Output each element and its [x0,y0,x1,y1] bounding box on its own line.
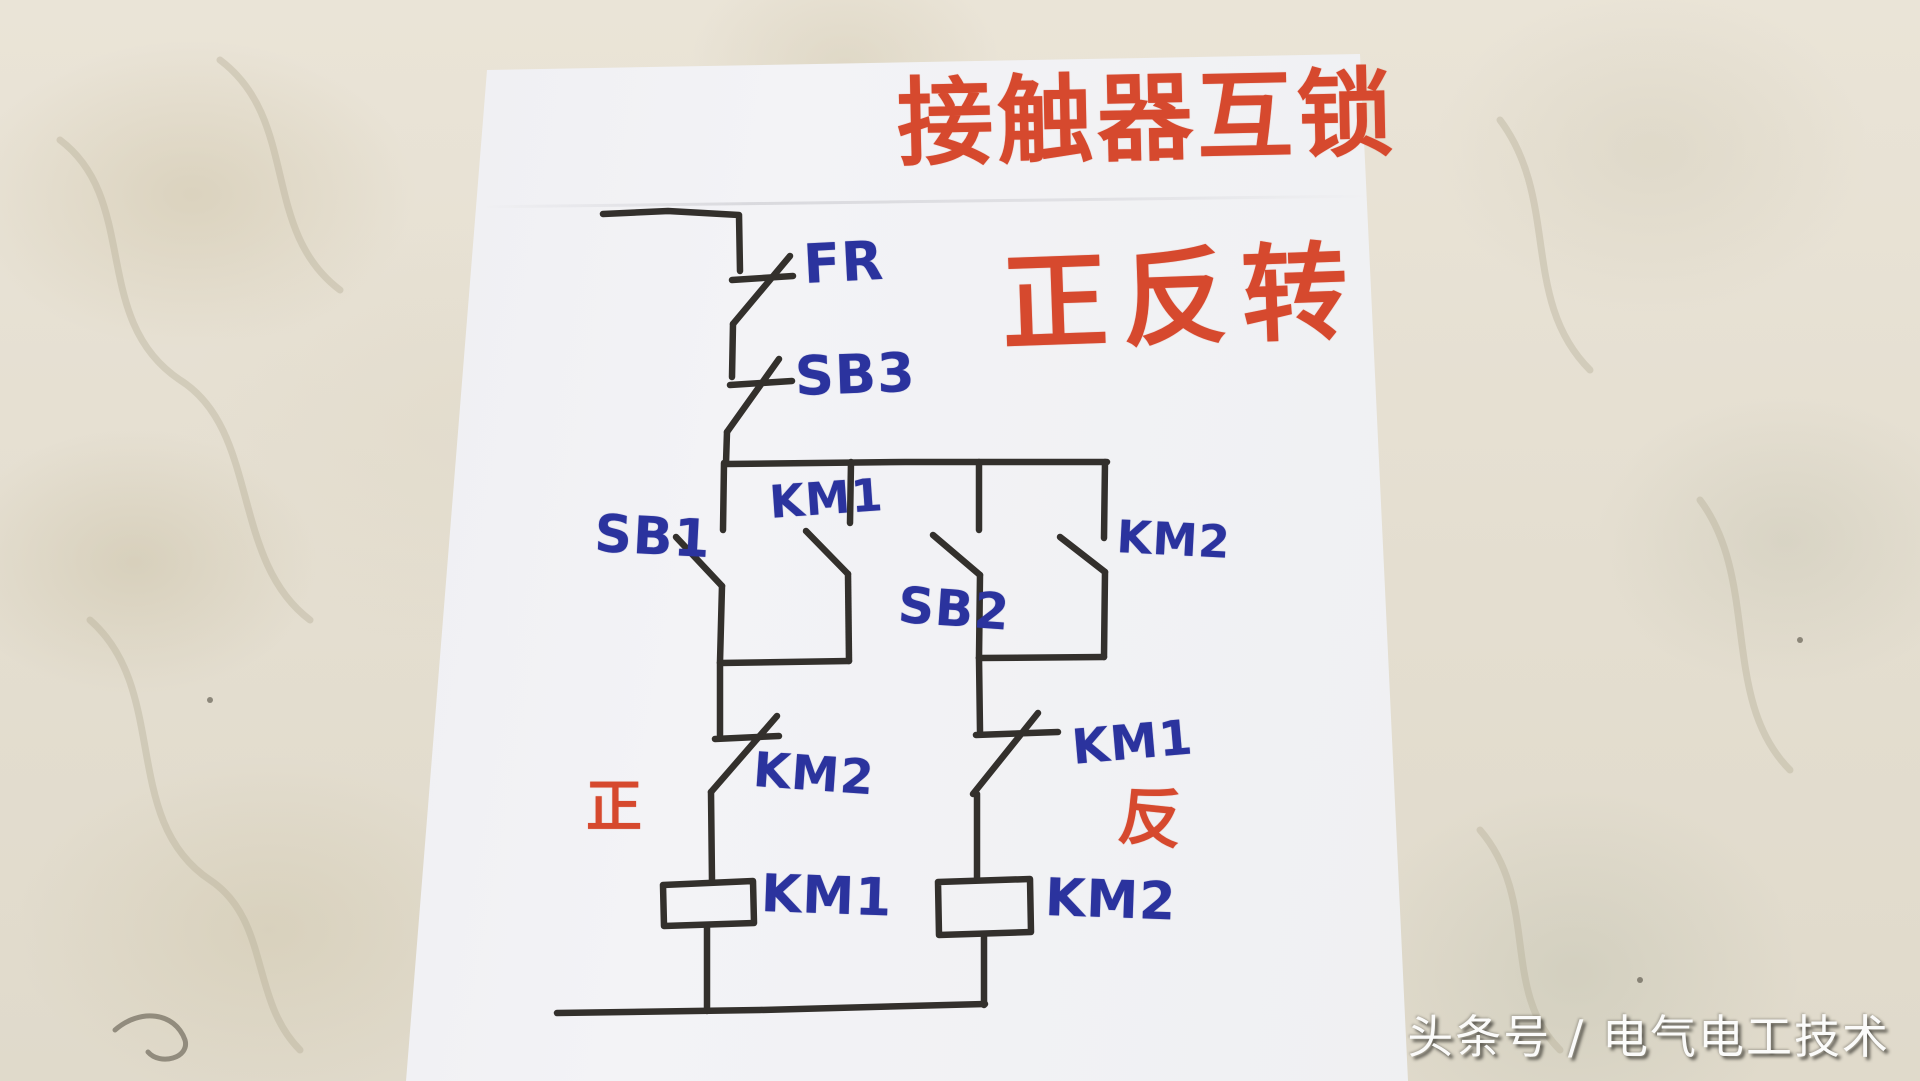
km2-interlock-contact [707,712,783,885]
km1-interlock-label: KM1 [1069,709,1196,776]
km2-aux-label: KM2 [1115,510,1233,569]
sb2-contact [929,458,984,662]
km2-coil-label: KM2 [1044,868,1178,933]
km1-coil [659,877,758,1015]
sb2-label: SB2 [896,576,1012,642]
km1-aux-contact [802,458,855,665]
km1-interlock-contact [969,709,1062,883]
sb1-contact [672,459,728,666]
fr-label: FR [801,228,886,296]
km1-aux-label: KM1 [767,468,886,529]
bottom-wire [553,1000,989,1017]
page-subtitle: 正反转 [999,230,1364,366]
km2-aux-contact [1056,458,1109,661]
fr-contact [728,252,797,381]
watermark-text: 头条号 / 电气电工技术 [1407,1010,1890,1064]
bus-wire [722,458,1111,468]
reverse-label: 反 [1114,779,1188,860]
forward-label: 正 [586,775,643,840]
power-wire [599,207,744,275]
sb3-label: SB3 [793,340,917,408]
km1-coil-label: KM1 [760,864,894,929]
tablecloth-mark [112,1013,188,1062]
reverse-branch-join [975,653,1108,735]
sb1-label: SB1 [593,504,713,571]
sb3-contact [722,355,796,467]
forward-branch-join [716,657,853,739]
page-title: 接触器互锁 [895,57,1399,180]
km2-interlock-label: KM2 [751,742,877,807]
km2-coil [934,875,1035,1009]
